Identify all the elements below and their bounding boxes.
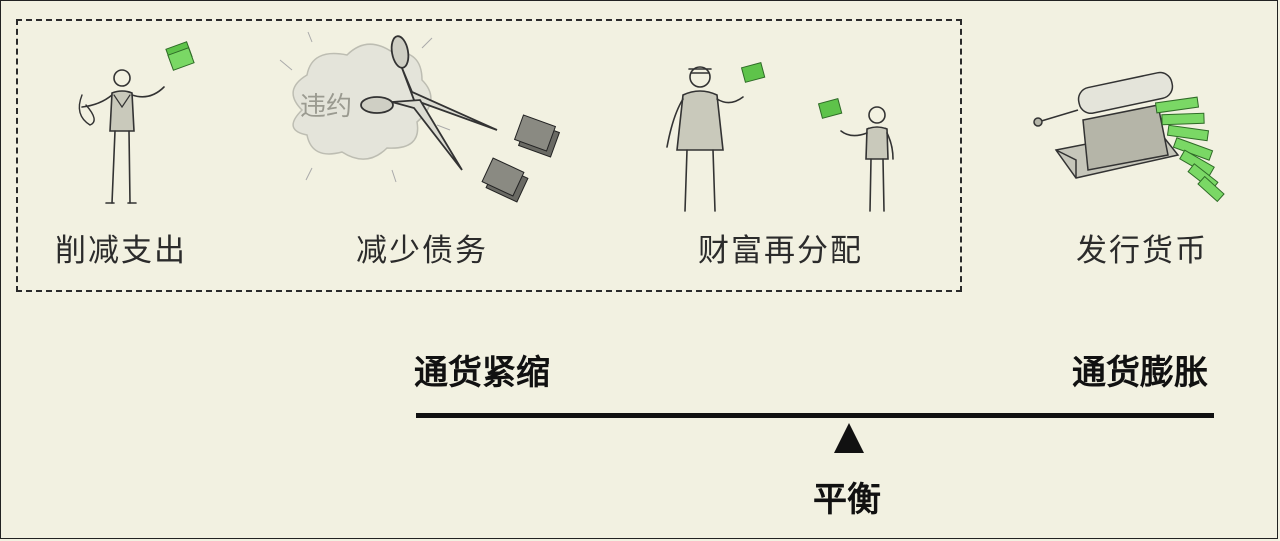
scissors-icon [360, 35, 498, 171]
debt-reduction-illustration: 违约 [279, 31, 561, 203]
printing-money-illustration [1033, 71, 1225, 203]
cutting-spending-illustration [78, 41, 195, 204]
inflation-label: 通货膨胀 [1072, 353, 1208, 393]
printing-press-icon [1033, 71, 1180, 179]
balance-label: 平衡 [813, 480, 881, 520]
balance-pivot-icon [834, 423, 864, 453]
wealth-redistribution-illustration [666, 62, 894, 212]
deflation-label: 通货紧缩 [414, 353, 550, 393]
deleveraging-group-box [16, 19, 962, 292]
policy-label-print-money: 发行货币 [1076, 233, 1208, 269]
money-bundle-icon [165, 41, 195, 71]
debt-note-icon [481, 114, 561, 203]
printed-bills-icon [1154, 96, 1225, 203]
policy-label-wealth-redistribution: 财富再分配 [698, 233, 863, 269]
policy-label-cut-spending: 削减支出 [55, 233, 187, 269]
money-bundle-icon [740, 62, 843, 119]
balance-beam [416, 413, 1214, 418]
svg-text:违约: 违约 [300, 92, 352, 122]
policy-label-reduce-debt: 减少债务 [356, 233, 488, 269]
